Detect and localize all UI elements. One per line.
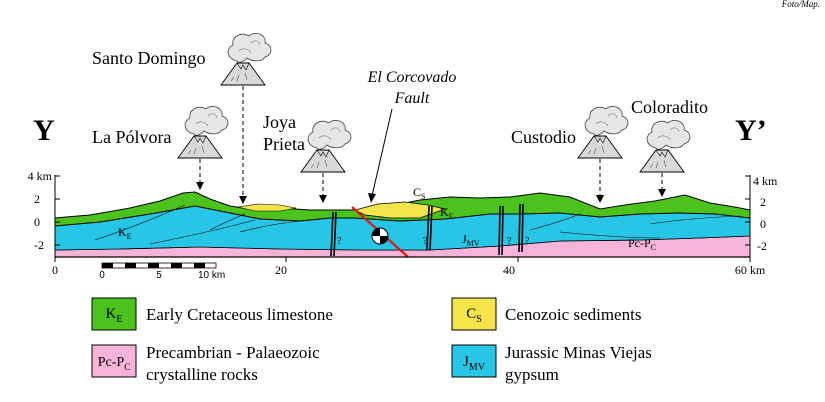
santo-domingo-volcano-icon bbox=[220, 32, 272, 86]
sediment-lens-small bbox=[237, 203, 297, 212]
unknown-mark-4: ? bbox=[525, 236, 530, 247]
dist-tick-60: 60 km bbox=[735, 263, 766, 277]
legend-swatch-cs bbox=[451, 297, 497, 331]
section-start-label: Y bbox=[33, 114, 55, 147]
legend-text-pcpc-line1: Precambrian - Palaeozoic bbox=[146, 343, 320, 362]
santo-domingo-label: Santo Domingo bbox=[92, 48, 206, 68]
custodio-volcano-icon bbox=[577, 105, 629, 159]
joya-prieta-label-line2: Prieta bbox=[263, 134, 305, 154]
unit-label-cs: CS bbox=[413, 185, 425, 201]
elev-tick-right-0: 0 bbox=[760, 217, 766, 231]
sediment-lens-main bbox=[353, 201, 447, 219]
elev-tick-left-2: 2 bbox=[34, 192, 40, 206]
credit-text: Foto/Map. bbox=[781, 0, 820, 9]
joya-prieta-label-line1: Joya bbox=[263, 112, 296, 132]
elev-tick-left-4: 4 km bbox=[28, 169, 53, 183]
unit-label-jmv: JMV bbox=[462, 232, 480, 248]
elev-tick-left-m2: -2 bbox=[34, 238, 44, 252]
legend-code-pcpc: Pc-PC bbox=[98, 355, 130, 372]
elevation-axis-left: 4 km 2 0 -2 bbox=[28, 169, 60, 257]
elev-tick-right-4: 4 km bbox=[753, 174, 778, 188]
dist-tick-0: 0 bbox=[52, 263, 58, 277]
legend: KE Early Cretaceous limestone CS Cenozoi… bbox=[91, 297, 652, 384]
coloradito-volcano-icon bbox=[639, 119, 691, 173]
legend-text-pcpc-line2: crystalline rocks bbox=[146, 365, 258, 384]
unknown-mark-3: ? bbox=[507, 236, 512, 247]
legend-text-cs: Cenozoic sediments bbox=[505, 305, 641, 324]
elev-tick-right-m2: -2 bbox=[757, 239, 767, 253]
coloradito-label: Coloradito bbox=[631, 97, 708, 117]
vertical-faults bbox=[330, 203, 524, 257]
section-end-label: Y’ bbox=[735, 114, 767, 147]
unknown-mark-2: ? bbox=[423, 236, 428, 247]
legend-code-jmv: JMV bbox=[463, 354, 486, 373]
legend-code-cs: CS bbox=[466, 306, 482, 325]
legend-swatch-pcpc bbox=[91, 344, 137, 378]
elev-tick-left-0: 0 bbox=[34, 215, 40, 229]
fault-label-line1: El Corcovado bbox=[367, 69, 457, 86]
legend-text-jmv-line2: gypsum bbox=[505, 365, 559, 384]
legend-swatch-jmv bbox=[451, 344, 497, 378]
geology-layers bbox=[54, 191, 751, 258]
fault-label-line2: Fault bbox=[394, 90, 430, 107]
unknown-mark-1: ? bbox=[337, 236, 342, 247]
elev-tick-right-2: 2 bbox=[760, 195, 766, 209]
legend-text-ke: Early Cretaceous limestone bbox=[146, 305, 333, 324]
distance-axis: 0 20 40 60 km bbox=[52, 256, 766, 277]
dist-tick-20: 20 bbox=[275, 263, 287, 277]
scale-bar: 0 5 10 km bbox=[99, 262, 225, 281]
scale-tick-0: 0 bbox=[99, 270, 105, 281]
custodio-label: Custodio bbox=[511, 127, 576, 147]
legend-code-ke: KE bbox=[106, 306, 123, 325]
scale-tick-10: 10 km bbox=[198, 270, 225, 281]
unit-label-ke-right: KE bbox=[440, 205, 454, 221]
scale-tick-5: 5 bbox=[156, 270, 162, 281]
elevation-axis-right: 4 km 2 0 -2 bbox=[745, 174, 778, 257]
joya-prieta-volcano-icon bbox=[300, 119, 352, 173]
unit-label-ke-left: KE bbox=[118, 225, 132, 241]
focal-mechanism-icon bbox=[371, 227, 389, 245]
legend-swatch-ke bbox=[91, 297, 137, 331]
dist-tick-40: 40 bbox=[503, 263, 515, 277]
la-polvora-label: La Pólvora bbox=[92, 127, 171, 147]
la-polvora-volcano-icon bbox=[177, 105, 229, 159]
legend-text-jmv-line1: Jurassic Minas Viejas bbox=[505, 343, 652, 362]
unit-label-pcpc: Pc-PC bbox=[628, 236, 656, 252]
